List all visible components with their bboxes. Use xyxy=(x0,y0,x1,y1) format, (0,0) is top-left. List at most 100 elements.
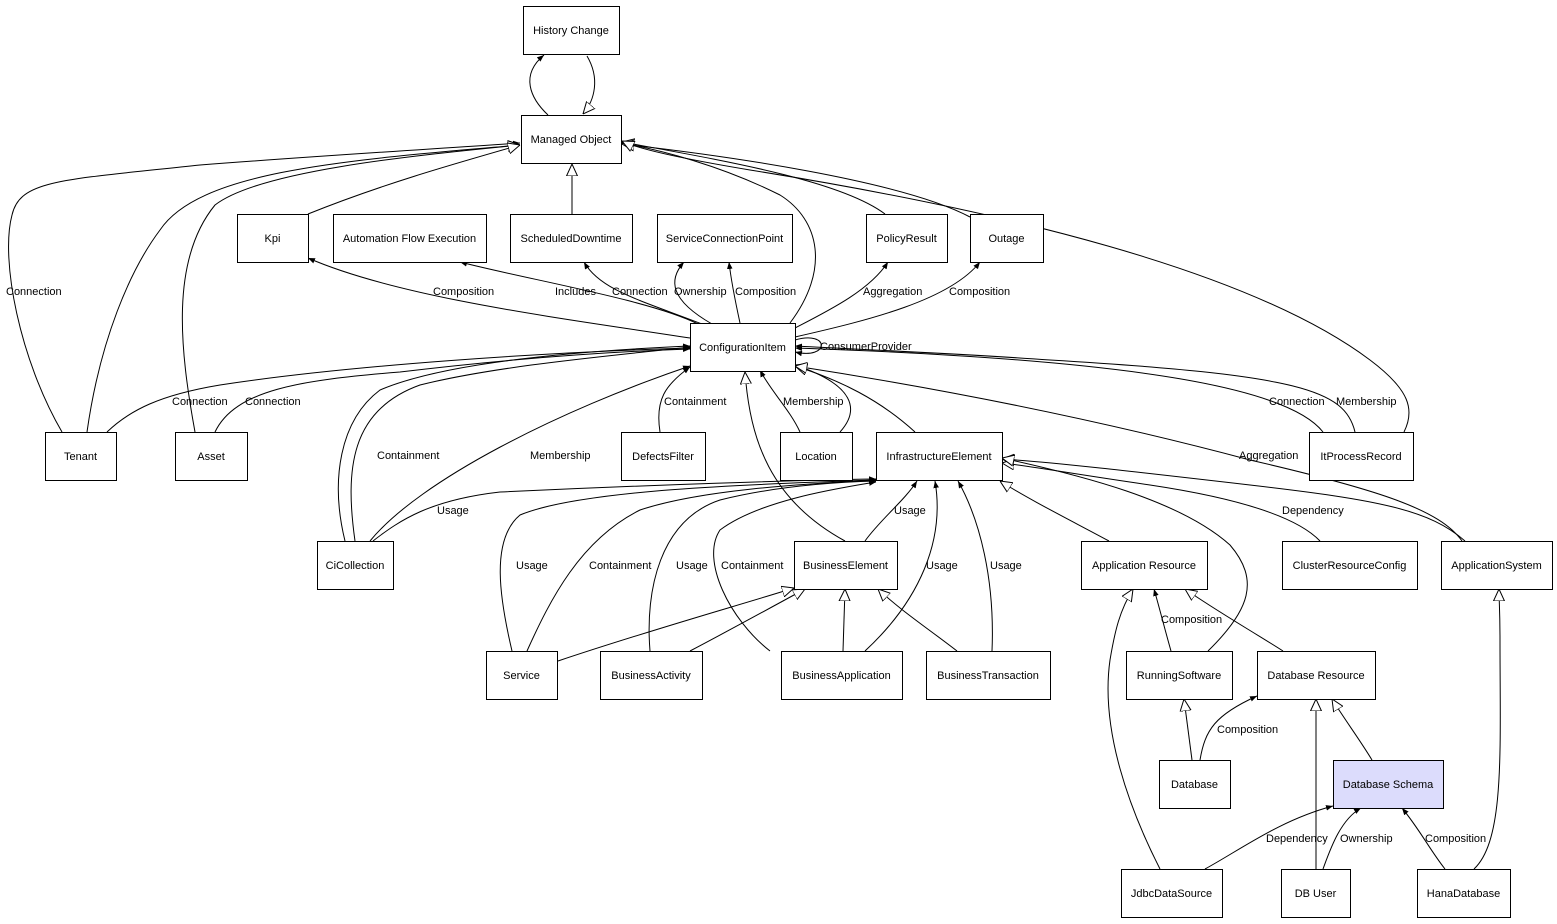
class-box xyxy=(794,541,898,590)
inheritance-connector xyxy=(745,372,846,542)
edge-business-activity-to-infrastructure-element xyxy=(648,478,877,652)
edge-asset-to-managed-object xyxy=(181,145,520,433)
class-node-kpi[interactable]: Kpi xyxy=(237,214,309,263)
class-node-business-transaction[interactable]: BusinessTransaction xyxy=(926,651,1051,700)
edge-label: Containment xyxy=(721,560,783,572)
class-box xyxy=(690,323,796,372)
association-connector xyxy=(307,257,691,339)
edge-ci-collection-to-configuration-item xyxy=(337,343,691,542)
class-node-database-schema[interactable]: Database Schema xyxy=(1333,760,1444,809)
class-node-asset[interactable]: Asset xyxy=(175,432,248,481)
class-node-db-user[interactable]: DB User xyxy=(1281,869,1351,918)
edge-tenant-to-managed-object xyxy=(8,140,521,433)
association-connector xyxy=(713,480,877,652)
edge-running-software-to-infrastructure-element xyxy=(1002,458,1248,652)
class-box xyxy=(237,214,309,263)
association-connector xyxy=(794,343,1356,433)
edge-hana-database-to-database-schema xyxy=(1401,807,1446,870)
inheritance-connector xyxy=(795,366,1463,542)
class-node-running-software[interactable]: RunningSoftware xyxy=(1126,651,1233,700)
class-node-tenant[interactable]: Tenant xyxy=(45,432,117,481)
inheritance-connector xyxy=(181,145,520,433)
edge-application-system-to-infrastructure-element xyxy=(1002,459,1466,542)
class-node-application-resource[interactable]: Application Resource xyxy=(1081,541,1208,590)
edge-label: Composition xyxy=(949,286,1010,298)
inheritance-connector xyxy=(878,589,958,652)
association-connector xyxy=(1322,807,1362,870)
class-node-business-activity[interactable]: BusinessActivity xyxy=(600,651,703,700)
class-node-business-element[interactable]: BusinessElement xyxy=(794,541,898,590)
class-node-managed-object[interactable]: Managed Object xyxy=(521,115,622,164)
class-node-database[interactable]: Database xyxy=(1159,760,1231,809)
inheritance-connector xyxy=(557,588,794,662)
class-node-outage[interactable]: Outage xyxy=(970,214,1044,263)
edge-configuration-item-to-scheduled-downtime xyxy=(583,261,703,325)
class-box xyxy=(866,214,948,263)
edge-label: Ownership xyxy=(1340,833,1393,845)
class-node-automation-flow-execution[interactable]: Automation Flow Execution xyxy=(333,214,487,263)
inheritance-connector xyxy=(1184,699,1193,761)
edge-label: Usage xyxy=(990,560,1022,572)
class-node-cluster-resource-config[interactable]: ClusterResourceConfig xyxy=(1282,541,1418,590)
class-node-database-resource[interactable]: Database Resource xyxy=(1257,651,1376,700)
edge-label: Usage xyxy=(437,505,469,517)
class-name: DefectsFilter xyxy=(632,451,694,463)
class-node-defects-filter[interactable]: DefectsFilter xyxy=(621,432,706,481)
edge-ci-collection-to-configuration-item xyxy=(350,345,691,542)
edge-business-transaction-to-infrastructure-element xyxy=(957,480,993,652)
class-node-infrastructure-element[interactable]: InfrastructureElement xyxy=(876,432,1003,481)
class-box xyxy=(1159,760,1231,809)
class-box xyxy=(600,651,703,700)
edge-label: Composition xyxy=(735,286,796,298)
edge-business-element-to-infrastructure-element xyxy=(864,480,918,542)
class-name: DB User xyxy=(1295,888,1337,900)
association-connector xyxy=(1199,695,1258,761)
class-node-service-connection-point[interactable]: ServiceConnectionPoint xyxy=(657,214,793,263)
class-node-hana-database[interactable]: HanaDatabase xyxy=(1417,869,1511,918)
association-connector xyxy=(369,365,691,542)
class-node-jdbc-data-source[interactable]: JdbcDataSource xyxy=(1121,869,1223,918)
association-connector xyxy=(794,261,889,329)
class-node-business-application[interactable]: BusinessApplication xyxy=(781,651,903,700)
edge-label: Containment xyxy=(664,396,726,408)
class-box xyxy=(510,214,633,263)
class-name: Application Resource xyxy=(1092,560,1196,572)
association-connector xyxy=(794,337,822,357)
inheritance-connector xyxy=(1473,589,1500,870)
class-name: Kpi xyxy=(265,233,281,245)
class-node-policy-result[interactable]: PolicyResult xyxy=(866,214,948,263)
class-name: BusinessApplication xyxy=(792,670,890,682)
edge-label: Connection xyxy=(172,396,228,408)
edge-label: Connection xyxy=(6,286,62,298)
class-node-ci-collection[interactable]: CiCollection xyxy=(317,541,394,590)
edge-it-process-record-to-configuration-item xyxy=(794,345,1324,433)
association-connector xyxy=(864,480,918,542)
class-node-it-process-record[interactable]: ItProcessRecord xyxy=(1309,432,1414,481)
class-box xyxy=(970,214,1044,263)
association-connector xyxy=(337,343,691,542)
edge-configuration-item-to-outage xyxy=(794,261,981,338)
class-box xyxy=(1257,651,1376,700)
edge-database-schema-to-database-resource xyxy=(1332,699,1373,761)
class-node-scheduled-downtime[interactable]: ScheduledDowntime xyxy=(510,214,633,263)
inheritance-connector xyxy=(1002,463,1321,542)
edge-label: Usage xyxy=(926,560,958,572)
class-node-service[interactable]: Service xyxy=(486,651,558,700)
class-node-configuration-item[interactable]: ConfigurationItem xyxy=(690,323,796,372)
edge-database-resource-to-application-resource xyxy=(1185,589,1284,652)
edge-business-transaction-to-business-element xyxy=(878,589,958,652)
association-connector xyxy=(214,346,691,433)
class-box xyxy=(1126,651,1233,700)
class-box xyxy=(523,6,620,55)
class-node-application-system[interactable]: ApplicationSystem xyxy=(1441,541,1553,590)
edge-ci-collection-to-configuration-item xyxy=(369,365,691,542)
class-name: ItProcessRecord xyxy=(1320,451,1401,463)
edge-service-to-infrastructure-element xyxy=(526,477,877,652)
class-box xyxy=(926,651,1051,700)
edge-configuration-item-to-service-connection-point xyxy=(674,261,713,325)
edge-application-system-to-configuration-item xyxy=(795,366,1463,542)
class-node-location[interactable]: Location xyxy=(780,432,853,481)
class-node-history-change[interactable]: History Change xyxy=(523,6,620,55)
inheritance-connector xyxy=(1107,589,1161,870)
edge-business-application-to-infrastructure-element xyxy=(864,480,939,652)
